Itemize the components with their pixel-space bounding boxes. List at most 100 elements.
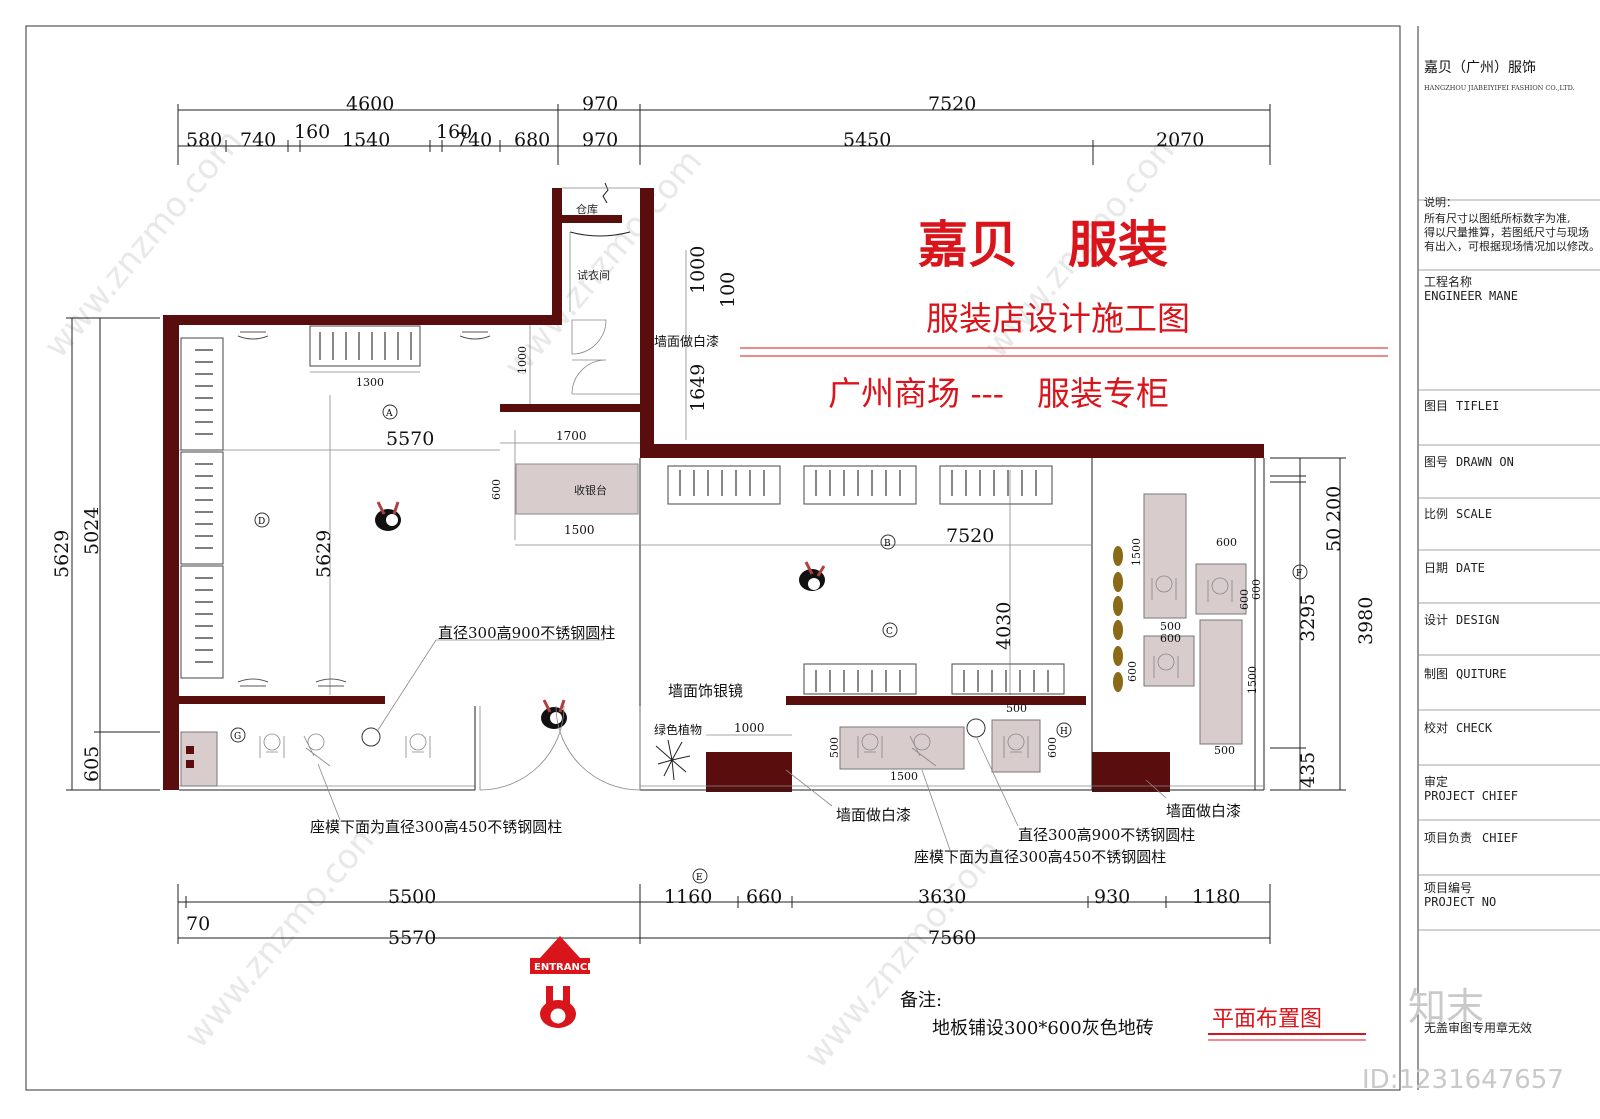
dim-600-seat-b: 600	[1238, 589, 1251, 610]
dim-4030: 4030	[993, 602, 1015, 650]
dim-top-7520: 7520	[928, 93, 976, 115]
seated-figures	[259, 575, 1233, 767]
label-seat-left: 座模下面为直径300高450不锈钢圆柱	[310, 818, 562, 836]
remarks-title: 备注:	[900, 990, 942, 1011]
dim-500-island-a: 500	[1160, 620, 1181, 633]
dim-top-970a: 970	[582, 93, 618, 115]
fitting-door	[571, 359, 607, 395]
label-wall-white-right: 墙面做白漆	[1166, 802, 1241, 820]
dim-1649: 1649	[687, 364, 709, 412]
left-wall-racks	[180, 325, 491, 687]
field-drawn-cn: 图号	[1424, 455, 1448, 469]
watermark-logo: 知末	[1408, 985, 1484, 1029]
watermark-site-5: www.znzmo.com	[796, 832, 1010, 1076]
dim-rack-1300: 1300	[356, 376, 384, 389]
dim-top-1540: 1540	[342, 129, 390, 151]
dim-left-5629: 5629	[51, 530, 73, 578]
dim-1500a: 1500	[564, 523, 595, 537]
dim-top-580: 580	[186, 129, 222, 151]
thin-walls	[179, 395, 1265, 791]
field-chief-en: CHIEF	[1482, 831, 1518, 845]
plant	[655, 739, 691, 781]
room-fitting-label: 试衣间	[577, 268, 610, 282]
wall-warehouse-right	[640, 188, 654, 456]
entrance-doors	[474, 705, 641, 791]
dim-top-2070: 2070	[1156, 129, 1204, 151]
label-pillar-right: 直径300高900不锈钢圆柱	[1018, 826, 1195, 844]
label-seat-right: 座模下面为直径300高450不锈钢圆柱	[914, 848, 1166, 866]
dim-500-island-b: 500	[1214, 744, 1235, 757]
dim-bottom-1160: 1160	[664, 886, 712, 908]
cashier-label: 收银台	[574, 483, 607, 497]
field-project-chief-cn: 审定	[1424, 774, 1448, 789]
subtitle-heading: 服装店设计施工图	[926, 299, 1190, 338]
entrance-arrow-icon	[540, 936, 580, 958]
callouts: 墙面做白漆 直径300高900不锈钢圆柱 墙面饰银镜 绿色植物 座模下面为直径3…	[310, 334, 1241, 866]
dim-left-605: 605	[81, 746, 103, 782]
label-wall-white-top: 墙面做白漆	[654, 334, 719, 350]
dim-bottom-930: 930	[1094, 886, 1130, 908]
dim-right-3295: 3295	[1297, 594, 1319, 642]
warehouse-door	[571, 319, 607, 355]
pillar-right	[966, 718, 986, 738]
label-plant: 绿色植物	[654, 722, 702, 737]
dim-left-5024: 5024	[81, 507, 103, 555]
wall-warehouse-left	[552, 188, 562, 325]
field-drawn-en: DRAWN ON	[1456, 455, 1514, 469]
wall-top-left	[163, 315, 553, 325]
left-dimensions: 5629 5024 605	[51, 317, 160, 791]
wall-left-seat-back	[179, 696, 385, 704]
dim-top-5450: 5450	[843, 129, 891, 151]
dim-1500-seat: 1500	[890, 770, 918, 783]
field-tiflei-cn: 图目	[1424, 399, 1448, 413]
dim-bottom-5570: 5570	[388, 927, 436, 949]
entrance-label: ENTRANCE	[534, 962, 594, 973]
field-scale-cn: 比例	[1424, 507, 1448, 521]
label-wall-white-mid: 墙面做白漆	[836, 806, 911, 824]
headings: 嘉贝 服装 服装店设计施工图 广州商场 --- 服装专柜	[740, 215, 1388, 413]
dim-right-3980: 3980	[1355, 597, 1377, 645]
notes-line-1: 所有尺寸以图纸所标数字为准,	[1424, 211, 1571, 225]
entrance-door-left	[479, 705, 565, 791]
field-quiture-cn: 制图	[1424, 667, 1448, 681]
field-design-cn: 设计	[1424, 613, 1448, 627]
remarks-text: 地板铺设300*600灰色地砖	[932, 1018, 1154, 1039]
watermark-id: ID:1231647657	[1362, 1065, 1564, 1095]
pillar-left	[361, 727, 381, 747]
marker-b: B	[884, 539, 891, 549]
marker-a: A	[385, 409, 393, 419]
marker-g: G	[234, 732, 241, 742]
dim-top-680: 680	[514, 129, 550, 151]
dim-600-island-a: 600	[1216, 536, 1237, 549]
dim-bottom-3630: 3630	[918, 886, 966, 908]
field-date-cn: 日期	[1424, 561, 1448, 575]
wall-left	[163, 315, 179, 790]
field-scale-en: SCALE	[1456, 507, 1492, 521]
right-wall-racks	[667, 465, 1065, 695]
plan-title: 平面布置图	[1212, 1007, 1322, 1032]
entrance-door-right	[555, 705, 641, 791]
field-check-en: CHECK	[1456, 721, 1493, 735]
field-design-en: DESIGN	[1456, 613, 1499, 627]
field-quiture-en: QUITURE	[1456, 667, 1507, 681]
dim-7520-int: 7520	[946, 525, 994, 547]
notes-line-2: 得以尺量推算，若图纸尺寸与现场	[1424, 225, 1589, 239]
cashier-area: 收银台	[515, 463, 639, 515]
dim-bottom-660: 660	[746, 886, 782, 908]
dim-500-seat: 500	[828, 737, 841, 758]
title-block: 嘉贝（广州）服饰 HANGZHOU JIABEIYIFEI FASHION CO…	[1362, 26, 1600, 1095]
right-dimensions: 50 200 3295 3980 435	[1270, 457, 1377, 791]
stamp-note: 无盖审图专用章无效	[1424, 1020, 1532, 1035]
notes-title: 说明：	[1424, 195, 1457, 209]
dim-600-seat: 600	[1046, 737, 1059, 758]
remarks: 备注: 地板铺设300*600灰色地砖 平面布置图	[900, 990, 1366, 1041]
marker-e: E	[696, 873, 703, 883]
cashier-counter	[515, 463, 639, 515]
field-date-en: DATE	[1456, 561, 1485, 575]
field-chief-cn: 项目负责	[1424, 831, 1472, 845]
watermark-site-1: www.znzmo.com	[36, 122, 250, 366]
company-name-cn: 嘉贝（广州）服饰	[1424, 60, 1536, 76]
dim-5570-int: 5570	[386, 428, 434, 450]
